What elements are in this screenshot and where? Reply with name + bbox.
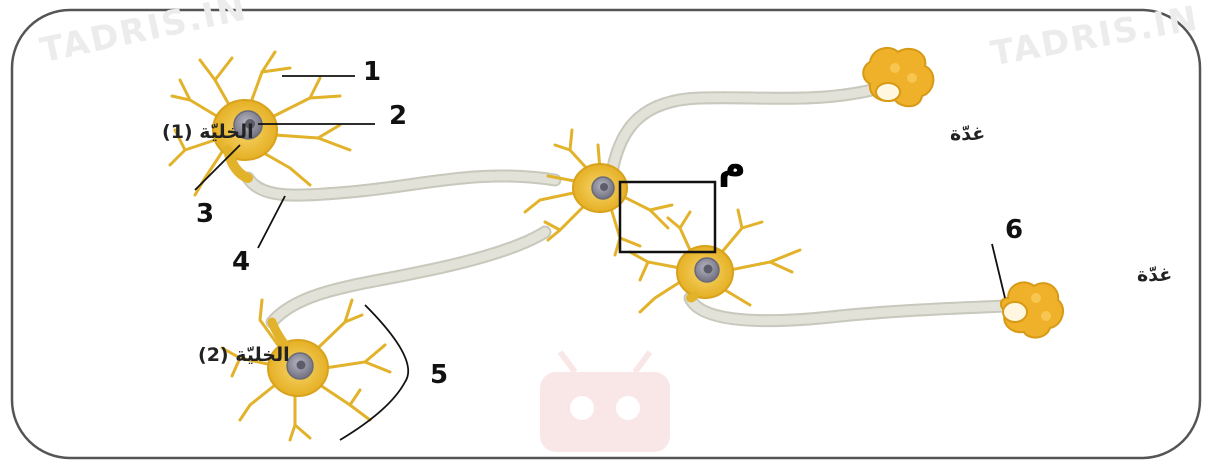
callout-5: 5 (430, 360, 448, 390)
callout-3: 3 (196, 199, 214, 229)
callout-2: 2 (389, 101, 407, 131)
callout-6: 6 (1005, 215, 1023, 245)
axons (241, 81, 1012, 329)
neuron-third (628, 208, 802, 314)
callout-4: 4 (232, 247, 250, 277)
neuron-cell1 (168, 50, 352, 197)
neuron-cell2 (220, 298, 392, 442)
synapse-box (618, 180, 717, 254)
watermark-logo-icon (540, 350, 670, 452)
gland-top (862, 46, 935, 108)
gland-right (1000, 281, 1065, 339)
neuron-center (523, 128, 674, 257)
label-gland-top: غدّة (950, 123, 985, 145)
leader-lines (194, 75, 1006, 441)
label-gland-right: غدّة (1137, 264, 1172, 286)
label-box-marker: م (718, 143, 746, 188)
callout-1: 1 (363, 57, 381, 87)
label-cell1: الخليّة (1) (162, 121, 254, 143)
label-cell2: الخليّة (2) (198, 344, 290, 366)
